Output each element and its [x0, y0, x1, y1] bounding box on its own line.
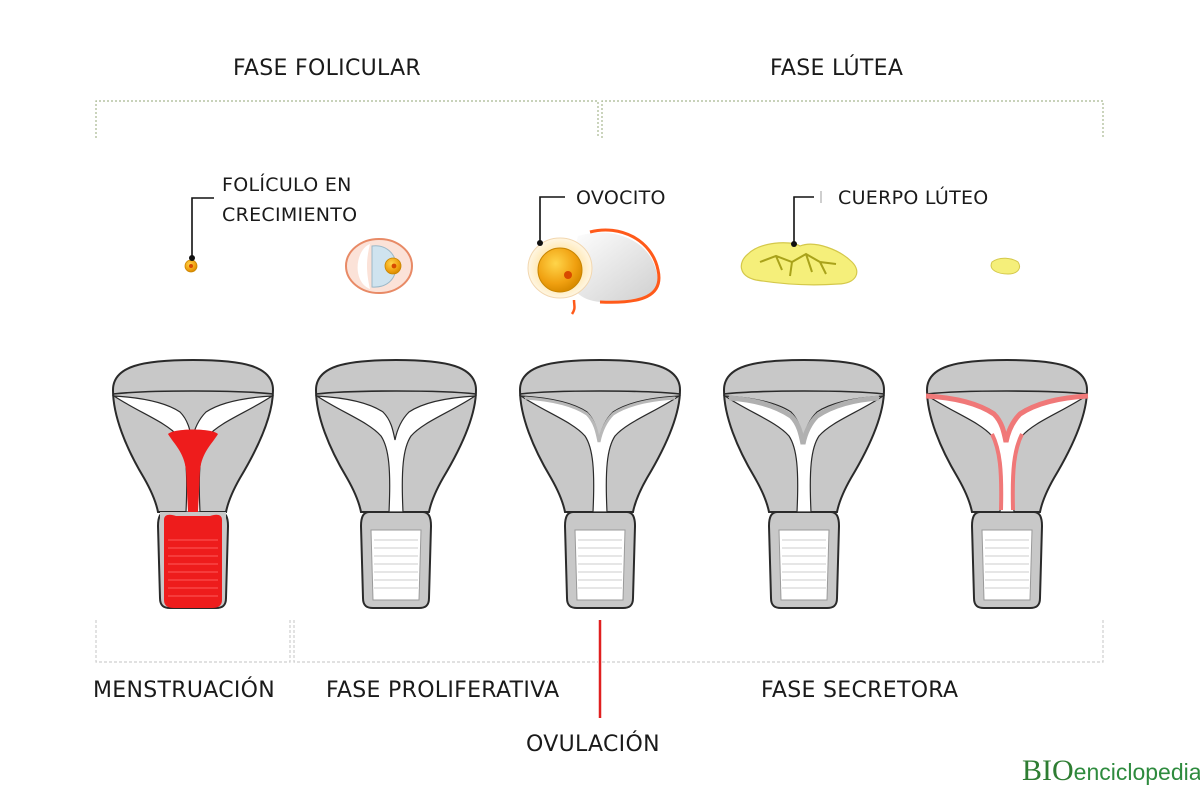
- uterus-ovulation: [519, 359, 681, 609]
- uterus-proliferative: [315, 359, 477, 609]
- oocyte-label: OVOCITO: [576, 187, 666, 209]
- growing-follicle-small: [184, 259, 198, 273]
- growing-follicle-pointer: [191, 197, 214, 258]
- pointer-dot: [791, 241, 797, 247]
- pointer-dot: [189, 255, 195, 261]
- corpus-albicans: [990, 257, 1021, 275]
- corpus-luteum-label: CUERPO LÚTEO: [838, 187, 989, 209]
- follicular-phase-bracket: [95, 100, 599, 138]
- uterus-secretory: [723, 359, 885, 609]
- growing-follicle-label-line2: CRECIMIENTO: [222, 204, 358, 226]
- ovulating-follicle: [527, 228, 661, 315]
- luteal-phase-title: FASE LÚTEA: [770, 56, 904, 81]
- growing-follicle-label: FOLÍCULO EN CRECIMIENTO: [222, 170, 357, 230]
- secretory-phase-label: FASE SECRETORA: [761, 678, 959, 703]
- follicular-phase-title: FASE FOLICULAR: [233, 56, 422, 81]
- corpus-luteum: [740, 242, 858, 286]
- growing-follicle-label-line1: FOLÍCULO EN: [222, 174, 352, 196]
- proliferative-phase-label: FASE PROLIFERATIVA: [326, 678, 560, 703]
- proliferative-bracket: [293, 620, 598, 663]
- bioenciclopedia-logo: BIOenciclopedia: [1022, 754, 1200, 788]
- logo-wordmark: enciclopedia: [1073, 759, 1200, 785]
- menstruation-bracket: [95, 620, 291, 663]
- uterus-late-secretory: [925, 359, 1089, 609]
- logo-b: B: [1022, 754, 1043, 787]
- pointer-dot: [537, 240, 543, 246]
- ovulation-label: OVULACIÓN: [526, 732, 660, 757]
- corpus-luteum-pointer: [793, 196, 814, 244]
- logo-io: IO: [1042, 754, 1074, 787]
- antral-follicle: [345, 238, 413, 294]
- luteal-phase-bracket: [601, 100, 1104, 138]
- secretory-bracket: [602, 620, 1104, 663]
- menstruation-label: MENSTRUACIÓN: [93, 678, 276, 703]
- uterus-menstruation: [112, 359, 274, 609]
- oocyte-pointer: [539, 196, 565, 243]
